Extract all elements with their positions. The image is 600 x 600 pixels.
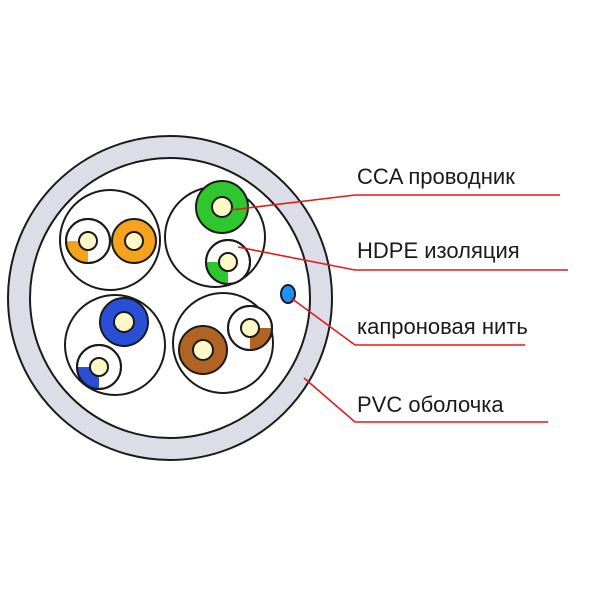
orange-white-conductor [78, 231, 98, 251]
green-white-conductor [218, 252, 238, 272]
leader-thread [290, 297, 525, 346]
brown-white-conductor [240, 318, 260, 338]
orange-white-wire-outline [65, 218, 111, 264]
leader-insulation [237, 246, 568, 271]
brown-pair [178, 305, 273, 375]
green-pair [195, 180, 251, 285]
green-conductor [211, 196, 233, 218]
blue-conductor [113, 311, 135, 333]
thread-label: капроновая нить [357, 314, 528, 339]
conductor-label: CCA проводник [357, 164, 515, 189]
leader-jacket [303, 377, 548, 423]
blue-pair [76, 297, 149, 390]
insulation-label: HDPE изоляция [357, 238, 520, 263]
blue-white-wire-outline [76, 344, 122, 390]
green-white-wire-outline [205, 239, 251, 285]
blue-white-conductor [89, 357, 109, 377]
leader-conductor [230, 194, 560, 211]
brown-white-wire-outline [227, 305, 273, 351]
cable-core-area [29, 157, 311, 439]
orange-pair [65, 218, 157, 264]
orange-conductor [124, 231, 144, 251]
leader-lines [230, 194, 568, 423]
brown-conductor [192, 339, 214, 361]
jacket-label: PVC оболочка [357, 392, 504, 417]
